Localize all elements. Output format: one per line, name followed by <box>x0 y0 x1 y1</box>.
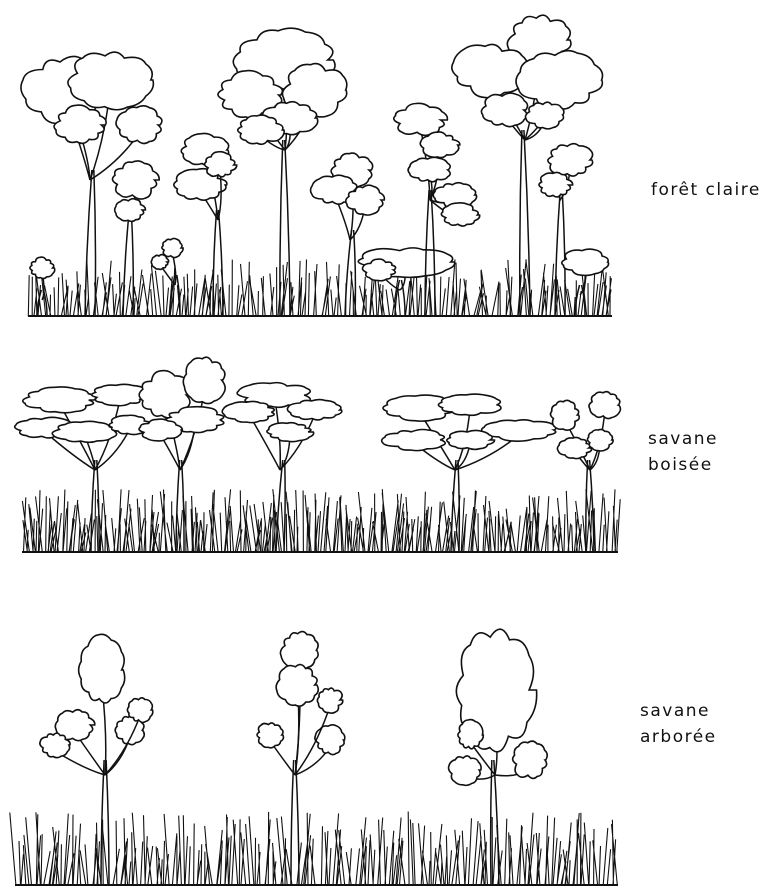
tree-crown <box>40 733 70 758</box>
tree-crown <box>394 103 448 135</box>
tree-crown <box>267 423 314 442</box>
label-line: savane <box>640 698 717 724</box>
panel-savane-arboree <box>10 629 618 885</box>
tree-crown <box>257 723 283 748</box>
panel-foret-claire <box>21 15 612 316</box>
tree-crown <box>112 161 159 199</box>
label-line: boisée <box>648 452 718 478</box>
tree-trunk <box>276 460 285 552</box>
tree-crown <box>550 400 579 430</box>
grass-tufts <box>22 489 620 552</box>
tree-crown <box>562 249 609 275</box>
tree-crown <box>408 157 450 182</box>
tree-crown <box>183 357 225 403</box>
tree-crown <box>276 665 318 707</box>
tree-crown <box>481 93 527 127</box>
tree-crown <box>589 392 620 419</box>
tree-crown <box>539 172 573 197</box>
label-foret-claire: forêt claire <box>651 177 761 203</box>
tree-crown <box>30 257 55 278</box>
tree-trunk <box>291 760 299 885</box>
tree-crown <box>587 429 613 451</box>
tree-crown <box>557 437 591 458</box>
label-savane-arboree: savane arborée <box>640 698 717 750</box>
tree-crown <box>525 102 563 129</box>
label-line: arborée <box>640 724 717 750</box>
tree-crown <box>449 756 482 785</box>
panel-savane-boisee <box>15 357 621 552</box>
tree-crown <box>222 401 274 422</box>
tree-crown <box>280 632 318 669</box>
label-savane-boisee: savane boisée <box>648 426 718 478</box>
tree-crown <box>315 725 345 755</box>
tree-crown <box>317 688 342 713</box>
tree-crown <box>548 144 593 176</box>
tree-crown <box>420 132 460 158</box>
tree-crown <box>441 203 479 226</box>
tree-trunk <box>101 760 109 885</box>
tree-crown <box>516 51 603 109</box>
tree-crown <box>79 634 125 703</box>
tree-crown <box>438 394 501 415</box>
tree-trunk <box>85 170 96 316</box>
label-line: savane <box>648 426 718 452</box>
tree-crown <box>513 741 548 778</box>
tree-crown <box>458 720 483 749</box>
tree-crown <box>52 421 116 442</box>
label-line: forêt claire <box>651 180 761 200</box>
tree-crown <box>447 430 495 449</box>
tree-trunk <box>280 140 290 316</box>
tree-crown <box>116 106 162 144</box>
tree-crown <box>382 429 446 450</box>
tree-crown <box>452 44 529 97</box>
tree-crown <box>162 238 183 257</box>
tree-crown <box>115 199 146 222</box>
tree-crown <box>151 255 168 270</box>
grass-tufts <box>28 259 611 316</box>
tree-crown <box>23 387 96 413</box>
